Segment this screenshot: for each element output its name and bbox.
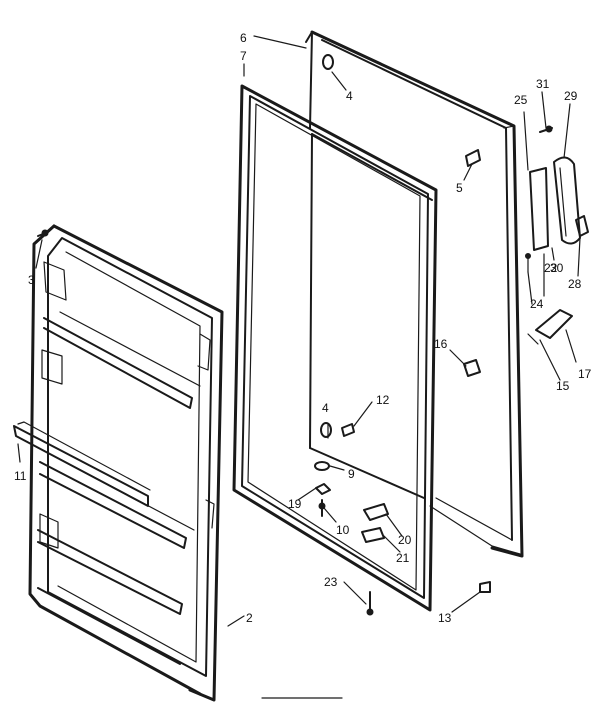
callout-5: 5 xyxy=(456,181,463,195)
callout-12: 12 xyxy=(376,393,390,407)
callout-7: 7 xyxy=(240,49,247,63)
leader-lines xyxy=(17,35,581,627)
door-gasket xyxy=(232,84,438,612)
callout-29: 29 xyxy=(564,89,578,103)
door-liner xyxy=(28,224,224,702)
callout-24: 24 xyxy=(530,297,544,311)
callout-20: 20 xyxy=(398,533,412,547)
callout-9: 9 xyxy=(348,467,355,481)
outer-door-panel xyxy=(305,30,524,558)
callout-21: 21 xyxy=(396,551,410,565)
callout-15: 15 xyxy=(556,379,570,393)
callout-19: 19 xyxy=(288,497,302,511)
callout-labels: 2 3 4 4 5 6 7 9 10 11 12 13 15 16 17 19 … xyxy=(14,31,592,625)
callout-28: 28 xyxy=(568,277,582,291)
callout-23: 23 xyxy=(324,575,338,589)
callout-10: 10 xyxy=(336,523,350,537)
callout-13: 13 xyxy=(438,611,452,625)
callout-6: 6 xyxy=(240,31,247,45)
callout-2: 2 xyxy=(246,611,253,625)
callout-22: 22 xyxy=(544,261,558,275)
outer-door-inner-frame xyxy=(309,133,521,555)
callout-4-upper: 4 xyxy=(346,89,353,103)
callout-11: 11 xyxy=(14,469,27,483)
callout-30: 30 xyxy=(550,261,564,275)
callout-17: 17 xyxy=(578,367,592,381)
callout-16: 16 xyxy=(434,337,448,351)
callout-3: 3 xyxy=(28,273,35,287)
callout-4-lower: 4 xyxy=(322,401,329,415)
shelf-rail xyxy=(13,421,151,507)
callout-31: 31 xyxy=(536,77,550,91)
callout-25: 25 xyxy=(514,93,528,107)
